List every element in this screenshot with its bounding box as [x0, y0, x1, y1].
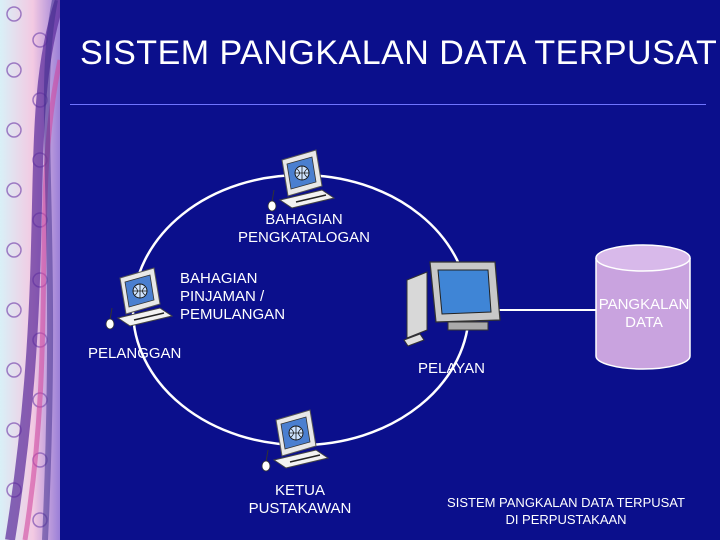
workstation-icon-librarian	[261, 409, 329, 472]
loans-label: BAHAGIAN PINJAMAN / PEMULANGAN	[180, 270, 286, 323]
decorative-floral-sidebar	[0, 0, 60, 540]
desktop-computer-icon	[403, 261, 501, 347]
database-label: PANGKALAN DATA	[598, 296, 690, 331]
workstation-icon-cataloguing	[267, 149, 335, 212]
client-label: PELANGGAN	[88, 345, 182, 362]
diagram-caption: SISTEM PANGKALAN DATA TERPUSAT DI PERPUS…	[447, 495, 685, 527]
cataloguing-label: BAHAGIAN PENGKATALOGAN	[238, 211, 370, 246]
database-cylinder-icon	[595, 244, 691, 370]
server-label: PELAYAN	[418, 360, 485, 377]
title-divider	[70, 104, 706, 105]
librarian-label: KETUA PUSTAKAWAN	[248, 482, 352, 517]
slide-title: SISTEM PANGKALAN DATA TERPUSAT	[80, 34, 718, 72]
floral-pattern	[5, 0, 60, 540]
workstation-icon-loans	[105, 267, 173, 330]
